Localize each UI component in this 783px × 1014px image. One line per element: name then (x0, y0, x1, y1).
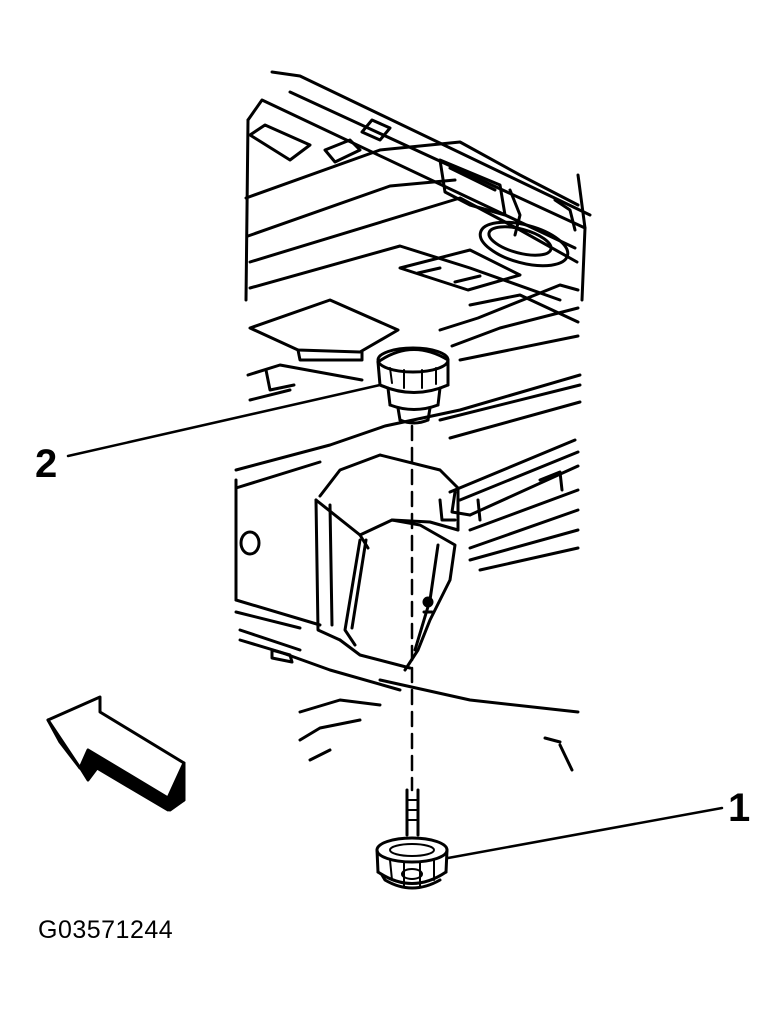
frame-rail (234, 373, 582, 772)
figure-id-label: G03571244 (38, 916, 174, 944)
front-direction-arrow (46, 695, 186, 812)
callout-number-1: 1 (728, 786, 751, 830)
leader-line-1 (446, 806, 724, 860)
mount-bracket (314, 453, 460, 672)
leader-line-2 (66, 383, 382, 458)
callout-number-2: 2 (35, 442, 58, 486)
upper-mount-cushion (376, 346, 450, 425)
bracket-hole (422, 596, 434, 608)
floor-pan-panels (244, 70, 592, 402)
frame-hole (239, 530, 261, 556)
lower-mount-cushion (375, 788, 449, 890)
